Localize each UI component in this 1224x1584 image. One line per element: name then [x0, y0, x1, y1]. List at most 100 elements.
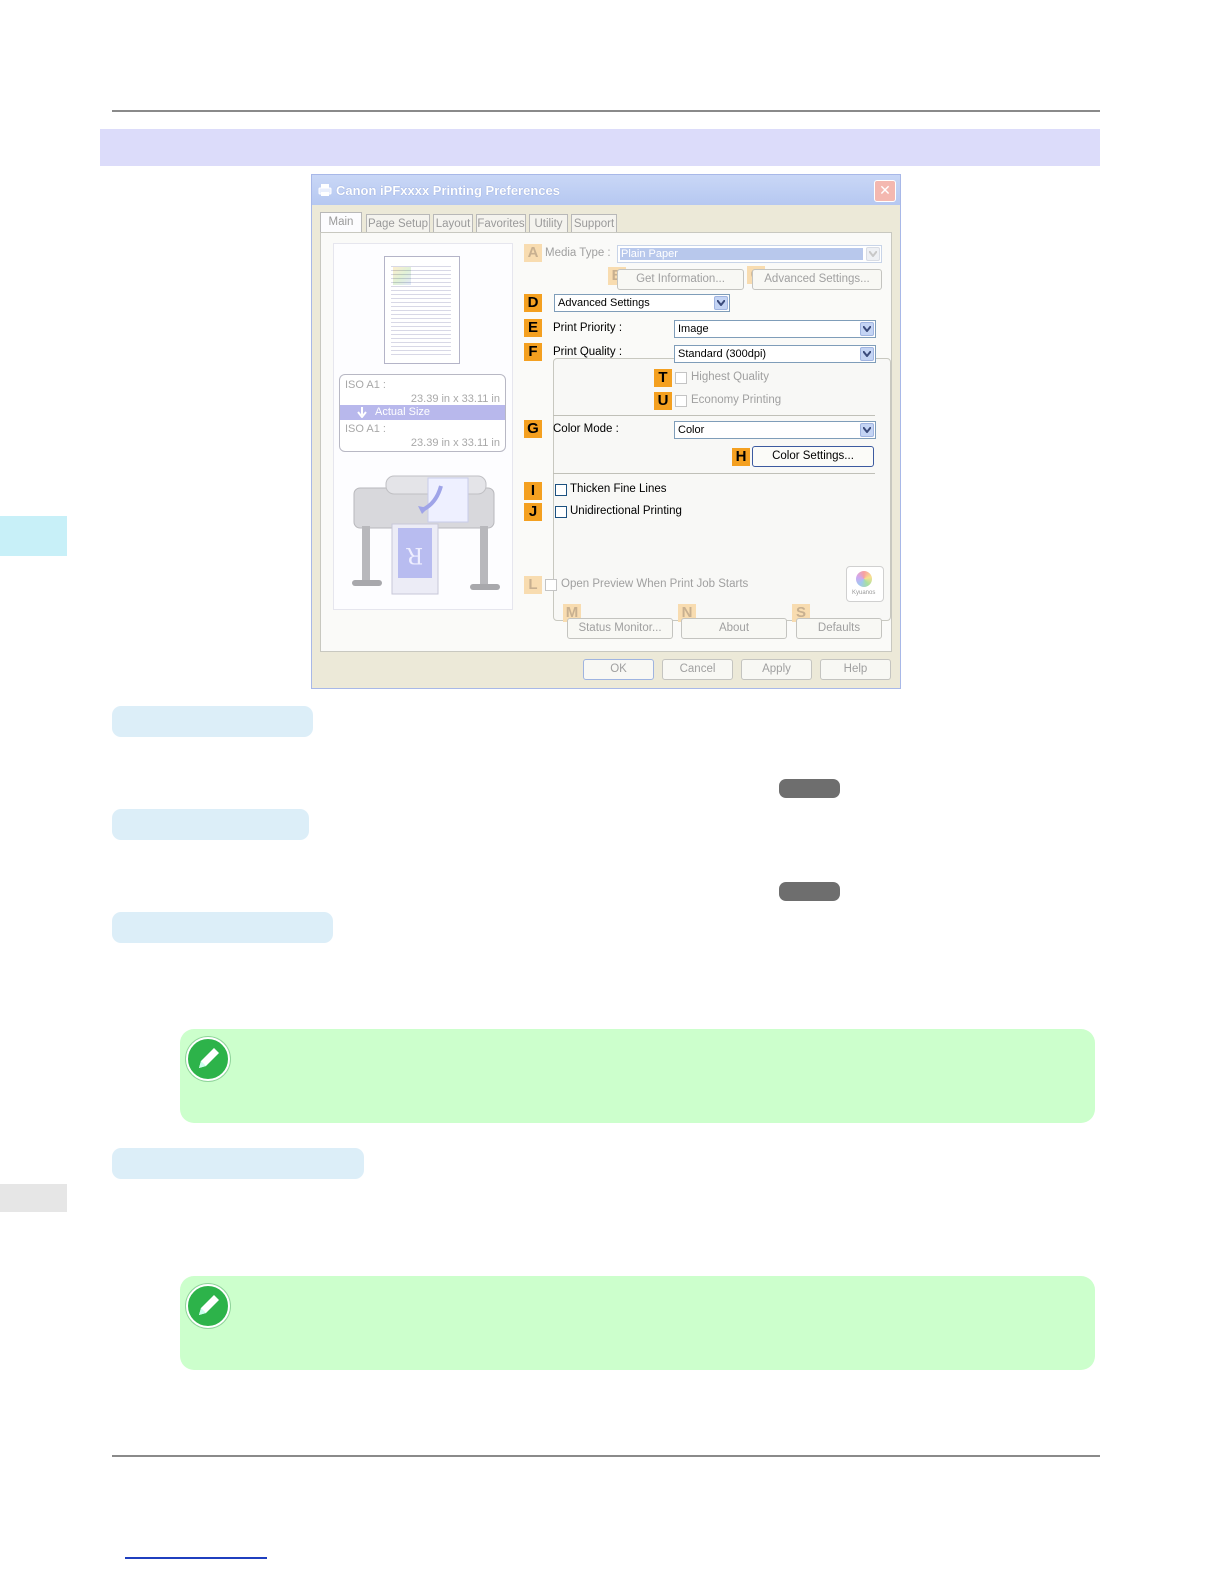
highest-quality-label: Highest Quality: [691, 371, 769, 383]
badge-n: N: [678, 604, 696, 622]
bottom-rule: [112, 1455, 1100, 1457]
top-rule: [112, 110, 1100, 112]
advanced-settings-group: [553, 358, 891, 621]
color-settings-button[interactable]: Color Settings...: [752, 446, 874, 467]
paper1-name: ISO A1 :: [345, 379, 386, 391]
thicken-fine-lines-checkbox[interactable]: [555, 484, 567, 496]
color-mode-label: Color Mode :: [553, 423, 619, 435]
section-pill-1: [112, 706, 313, 737]
color-mode-select[interactable]: Color: [674, 421, 876, 439]
thicken-fine-lines-label: Thicken Fine Lines: [570, 483, 667, 495]
badge-i: I: [524, 482, 542, 500]
section-pill-2: [112, 809, 309, 840]
paper2-name: ISO A1 :: [345, 423, 386, 435]
media-type-value: Plain Paper: [621, 248, 678, 260]
section-pill-3: [112, 912, 333, 943]
down-arrow-icon: [357, 407, 367, 418]
tab-support[interactable]: Support: [571, 214, 617, 233]
chevron-down-icon[interactable]: [714, 296, 728, 310]
color-mode-value: Color: [678, 424, 705, 436]
unidirectional-printing-checkbox[interactable]: [555, 506, 567, 518]
media-type-select[interactable]: Plain Paper: [617, 245, 882, 263]
cancel-button[interactable]: Cancel: [662, 659, 733, 680]
badge-j: J: [524, 503, 542, 521]
tab-page-setup[interactable]: Page Setup: [366, 214, 430, 233]
kyuanos-label: Kyuanos: [852, 590, 876, 596]
chevron-down-icon[interactable]: [860, 322, 874, 336]
dialog-title: Canon iPFxxxx Printing Preferences: [336, 183, 560, 198]
badge-u: U: [654, 392, 672, 410]
chevron-down-icon[interactable]: [866, 247, 880, 261]
badge-f: F: [524, 343, 542, 361]
chevron-down-icon[interactable]: [860, 347, 874, 361]
advanced-settings-button[interactable]: Advanced Settings...: [752, 269, 882, 290]
printer-drawing: R: [352, 475, 500, 595]
chapter-side-tab-secondary[interactable]: [0, 1184, 67, 1212]
about-button[interactable]: About: [681, 618, 787, 639]
redacted-reference-1: [779, 779, 840, 798]
badge-m: M: [563, 604, 581, 622]
paper1-size: 23.39 in x 33.11 in: [410, 393, 500, 405]
kyuanos-swirl: [856, 571, 872, 587]
badge-t: T: [654, 369, 672, 387]
page-thumbnail: [384, 256, 460, 364]
kyuanos-icon[interactable]: Kyuanos: [846, 566, 884, 602]
main-tab-panel: ISO A1 : 23.39 in x 33.11 in Actual Size…: [320, 232, 892, 652]
defaults-button[interactable]: Defaults: [796, 618, 882, 639]
badge-s: S: [792, 604, 810, 622]
badge-l: L: [524, 576, 542, 594]
media-type-highlight: [620, 248, 863, 260]
media-type-label: Media Type :: [545, 247, 611, 259]
scale-row: Actual Size: [340, 405, 505, 420]
paper2-size: 23.39 in x 33.11 in: [410, 437, 500, 449]
note-box-2: [180, 1276, 1095, 1370]
economy-printing-label: Economy Printing: [691, 394, 782, 406]
note-box-1: [180, 1029, 1095, 1123]
footer-link-underline[interactable]: [125, 1557, 267, 1559]
tab-utility[interactable]: Utility: [529, 214, 568, 233]
open-preview-label: Open Preview When Print Job Starts: [561, 578, 749, 590]
printer-icon: [318, 184, 332, 196]
pencil-note-icon: [186, 1284, 230, 1328]
print-priority-label: Print Priority :: [553, 322, 623, 334]
badge-e: E: [524, 319, 542, 337]
settings-mode-value: Advanced Settings: [558, 297, 650, 309]
tab-layout[interactable]: Layout: [433, 214, 473, 233]
tab-favorites[interactable]: Favorites: [476, 214, 526, 233]
section-pill-4: [112, 1148, 364, 1179]
group-separator: [553, 415, 875, 416]
print-quality-value: Standard (300dpi): [678, 348, 767, 360]
get-information-button[interactable]: Get Information...: [617, 269, 744, 290]
status-monitor-button[interactable]: Status Monitor...: [567, 618, 673, 639]
scale-label: Actual Size: [375, 406, 431, 418]
help-button[interactable]: Help: [820, 659, 891, 680]
section-header-band: [100, 129, 1100, 166]
print-quality-label: Print Quality :: [553, 346, 623, 358]
printing-preferences-dialog: Canon iPFxxxx Printing Preferences ✕ Mai…: [311, 174, 901, 689]
paper-size-box: ISO A1 : 23.39 in x 33.11 in Actual Size…: [339, 374, 506, 452]
printer-illustration: R: [346, 466, 506, 606]
apply-button[interactable]: Apply: [741, 659, 812, 680]
settings-mode-select[interactable]: Advanced Settings: [554, 294, 730, 312]
print-priority-select[interactable]: Image: [674, 320, 876, 338]
economy-printing-checkbox[interactable]: [675, 395, 687, 407]
thumbnail-text-lines: [391, 263, 451, 357]
badge-g: G: [524, 420, 542, 438]
redacted-reference-2: [779, 882, 840, 901]
chapter-side-tab[interactable]: [0, 516, 67, 556]
ok-button[interactable]: OK: [583, 659, 654, 680]
dialog-titlebar: Canon iPFxxxx Printing Preferences ✕: [312, 175, 900, 205]
highest-quality-checkbox[interactable]: [675, 372, 687, 384]
badge-a: A: [524, 244, 542, 262]
chevron-down-icon[interactable]: [860, 423, 874, 437]
print-preview-pane: ISO A1 : 23.39 in x 33.11 in Actual Size…: [333, 243, 513, 610]
open-preview-checkbox[interactable]: [545, 579, 557, 591]
close-icon[interactable]: ✕: [874, 180, 896, 202]
group-separator-2: [553, 473, 875, 474]
print-priority-value: Image: [678, 323, 709, 335]
badge-d: D: [524, 294, 542, 312]
printout-letter: R: [405, 542, 423, 567]
pencil-note-icon: [186, 1037, 230, 1081]
tab-main[interactable]: Main: [320, 212, 362, 234]
print-quality-select[interactable]: Standard (300dpi): [674, 345, 876, 363]
